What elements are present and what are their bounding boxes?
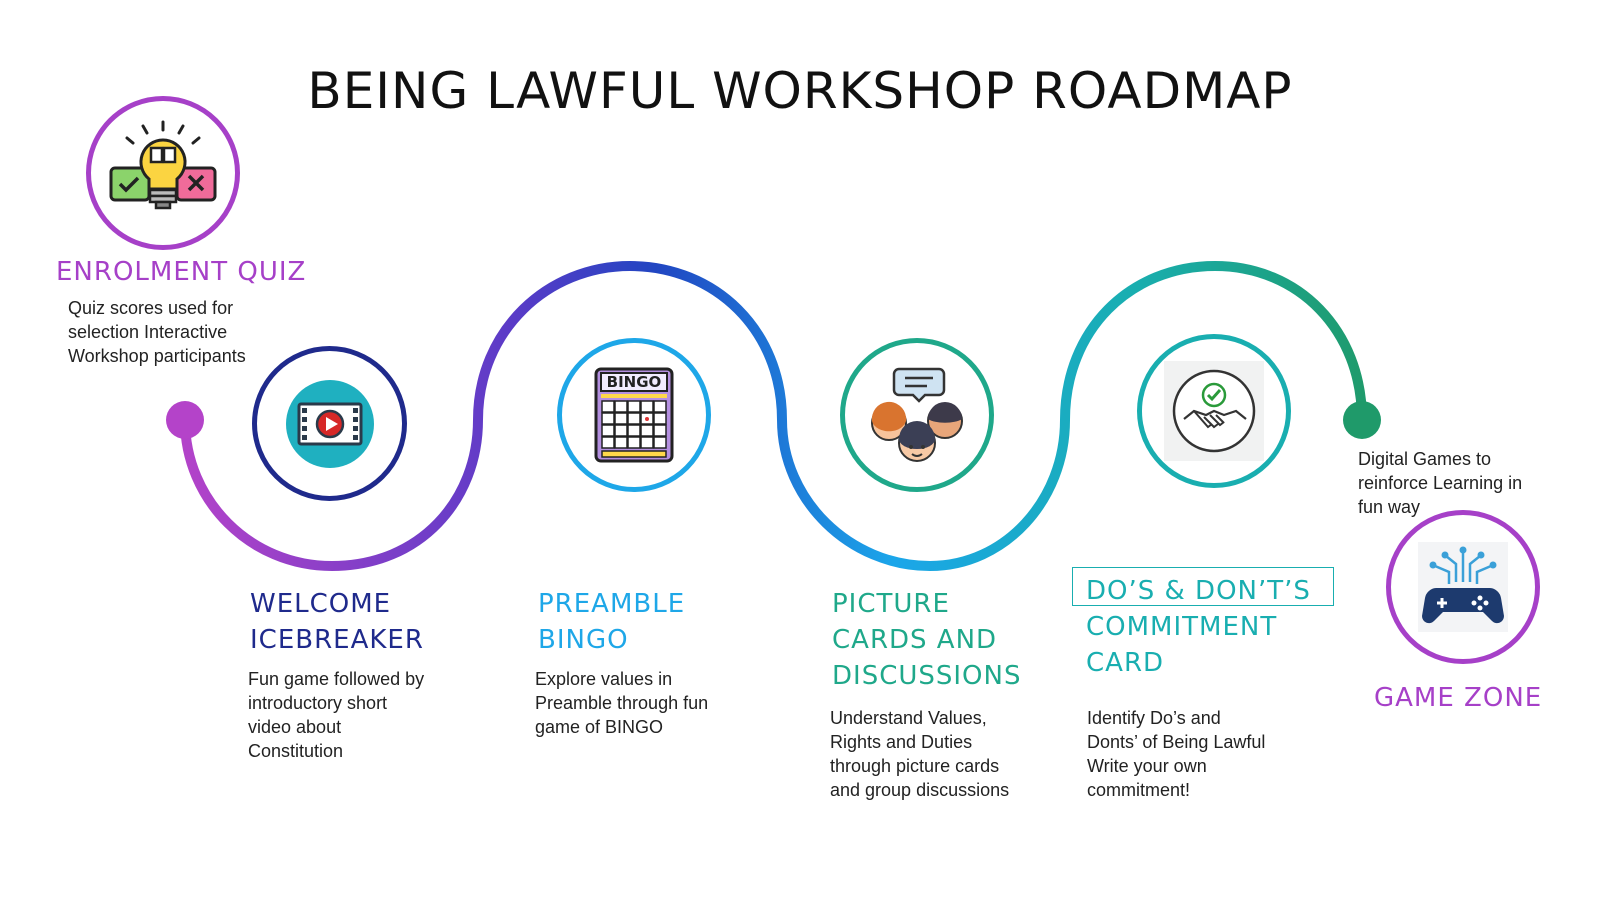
welcome-icebreaker-circle: [252, 346, 407, 501]
bingo-label: BINGO: [607, 373, 662, 391]
step-heading-game-zone: GAME ZONE: [1374, 683, 1543, 713]
step-desc-game-zone: Digital Games to reinforce Learning in f…: [1358, 449, 1523, 517]
heading-line: DISCUSSIONS: [832, 661, 1022, 691]
group-discussion-icon: [871, 367, 963, 462]
step-heading-preamble-bingo: PREAMBLE BINGO: [538, 586, 685, 658]
enrolment-quiz-circle: [86, 96, 240, 250]
heading-line: COMMITMENT: [1086, 612, 1278, 642]
step-heading-enrolment-quiz: ENROLMENT QUIZ: [56, 257, 307, 287]
step-heading-welcome-icebreaker: WELCOME ICEBREAKER: [250, 586, 424, 658]
commitment-heading-box: [1072, 567, 1334, 606]
step-heading-commitment-card: DO’S & DON’T’S COMMITMENT CARD: [1086, 573, 1311, 681]
heading-line: PICTURE: [832, 589, 950, 619]
picture-cards-circle: [840, 338, 994, 492]
step-desc-picture-cards: Understand Values, Rights and Duties thr…: [830, 708, 1010, 800]
handshake-check-icon: [1164, 361, 1264, 461]
heading-line: ICEBREAKER: [250, 625, 424, 655]
preamble-bingo-circle: BINGO: [557, 338, 711, 492]
road-end-dot: [1343, 401, 1381, 439]
road-curve: [180, 260, 1367, 572]
road-start-dot: [166, 401, 204, 439]
commitment-card-circle: [1137, 334, 1291, 488]
step-desc-enrolment-quiz: Quiz scores used for selection Interacti…: [68, 298, 246, 366]
page-title: BEING LAWFUL WORKSHOP ROADMAP: [307, 62, 1293, 120]
game-controller-icon: [1418, 542, 1508, 632]
heading-line: CARD: [1086, 648, 1165, 678]
step-desc-welcome-icebreaker: Fun game followed by introductory short …: [248, 669, 425, 761]
video-play-icon: [285, 379, 374, 468]
step-desc-preamble-bingo: Explore values in Preamble through fun g…: [535, 669, 709, 737]
heading-line: DO’S & DON’T’S: [1086, 576, 1311, 606]
game-zone-circle: [1386, 510, 1540, 664]
heading-line: CARDS AND: [832, 625, 998, 655]
lightbulb-quiz-icon: [109, 120, 217, 210]
heading-line: BINGO: [538, 625, 629, 655]
step-heading-picture-cards: PICTURE CARDS AND DISCUSSIONS: [832, 586, 1021, 694]
heading-line: WELCOME: [250, 589, 392, 619]
heading-line: PREAMBLE: [538, 589, 686, 619]
step-desc-commitment-card: Identify Do’s and Donts’ of Being Lawful…: [1087, 708, 1266, 800]
bingo-card-icon: BINGO: [594, 367, 674, 463]
